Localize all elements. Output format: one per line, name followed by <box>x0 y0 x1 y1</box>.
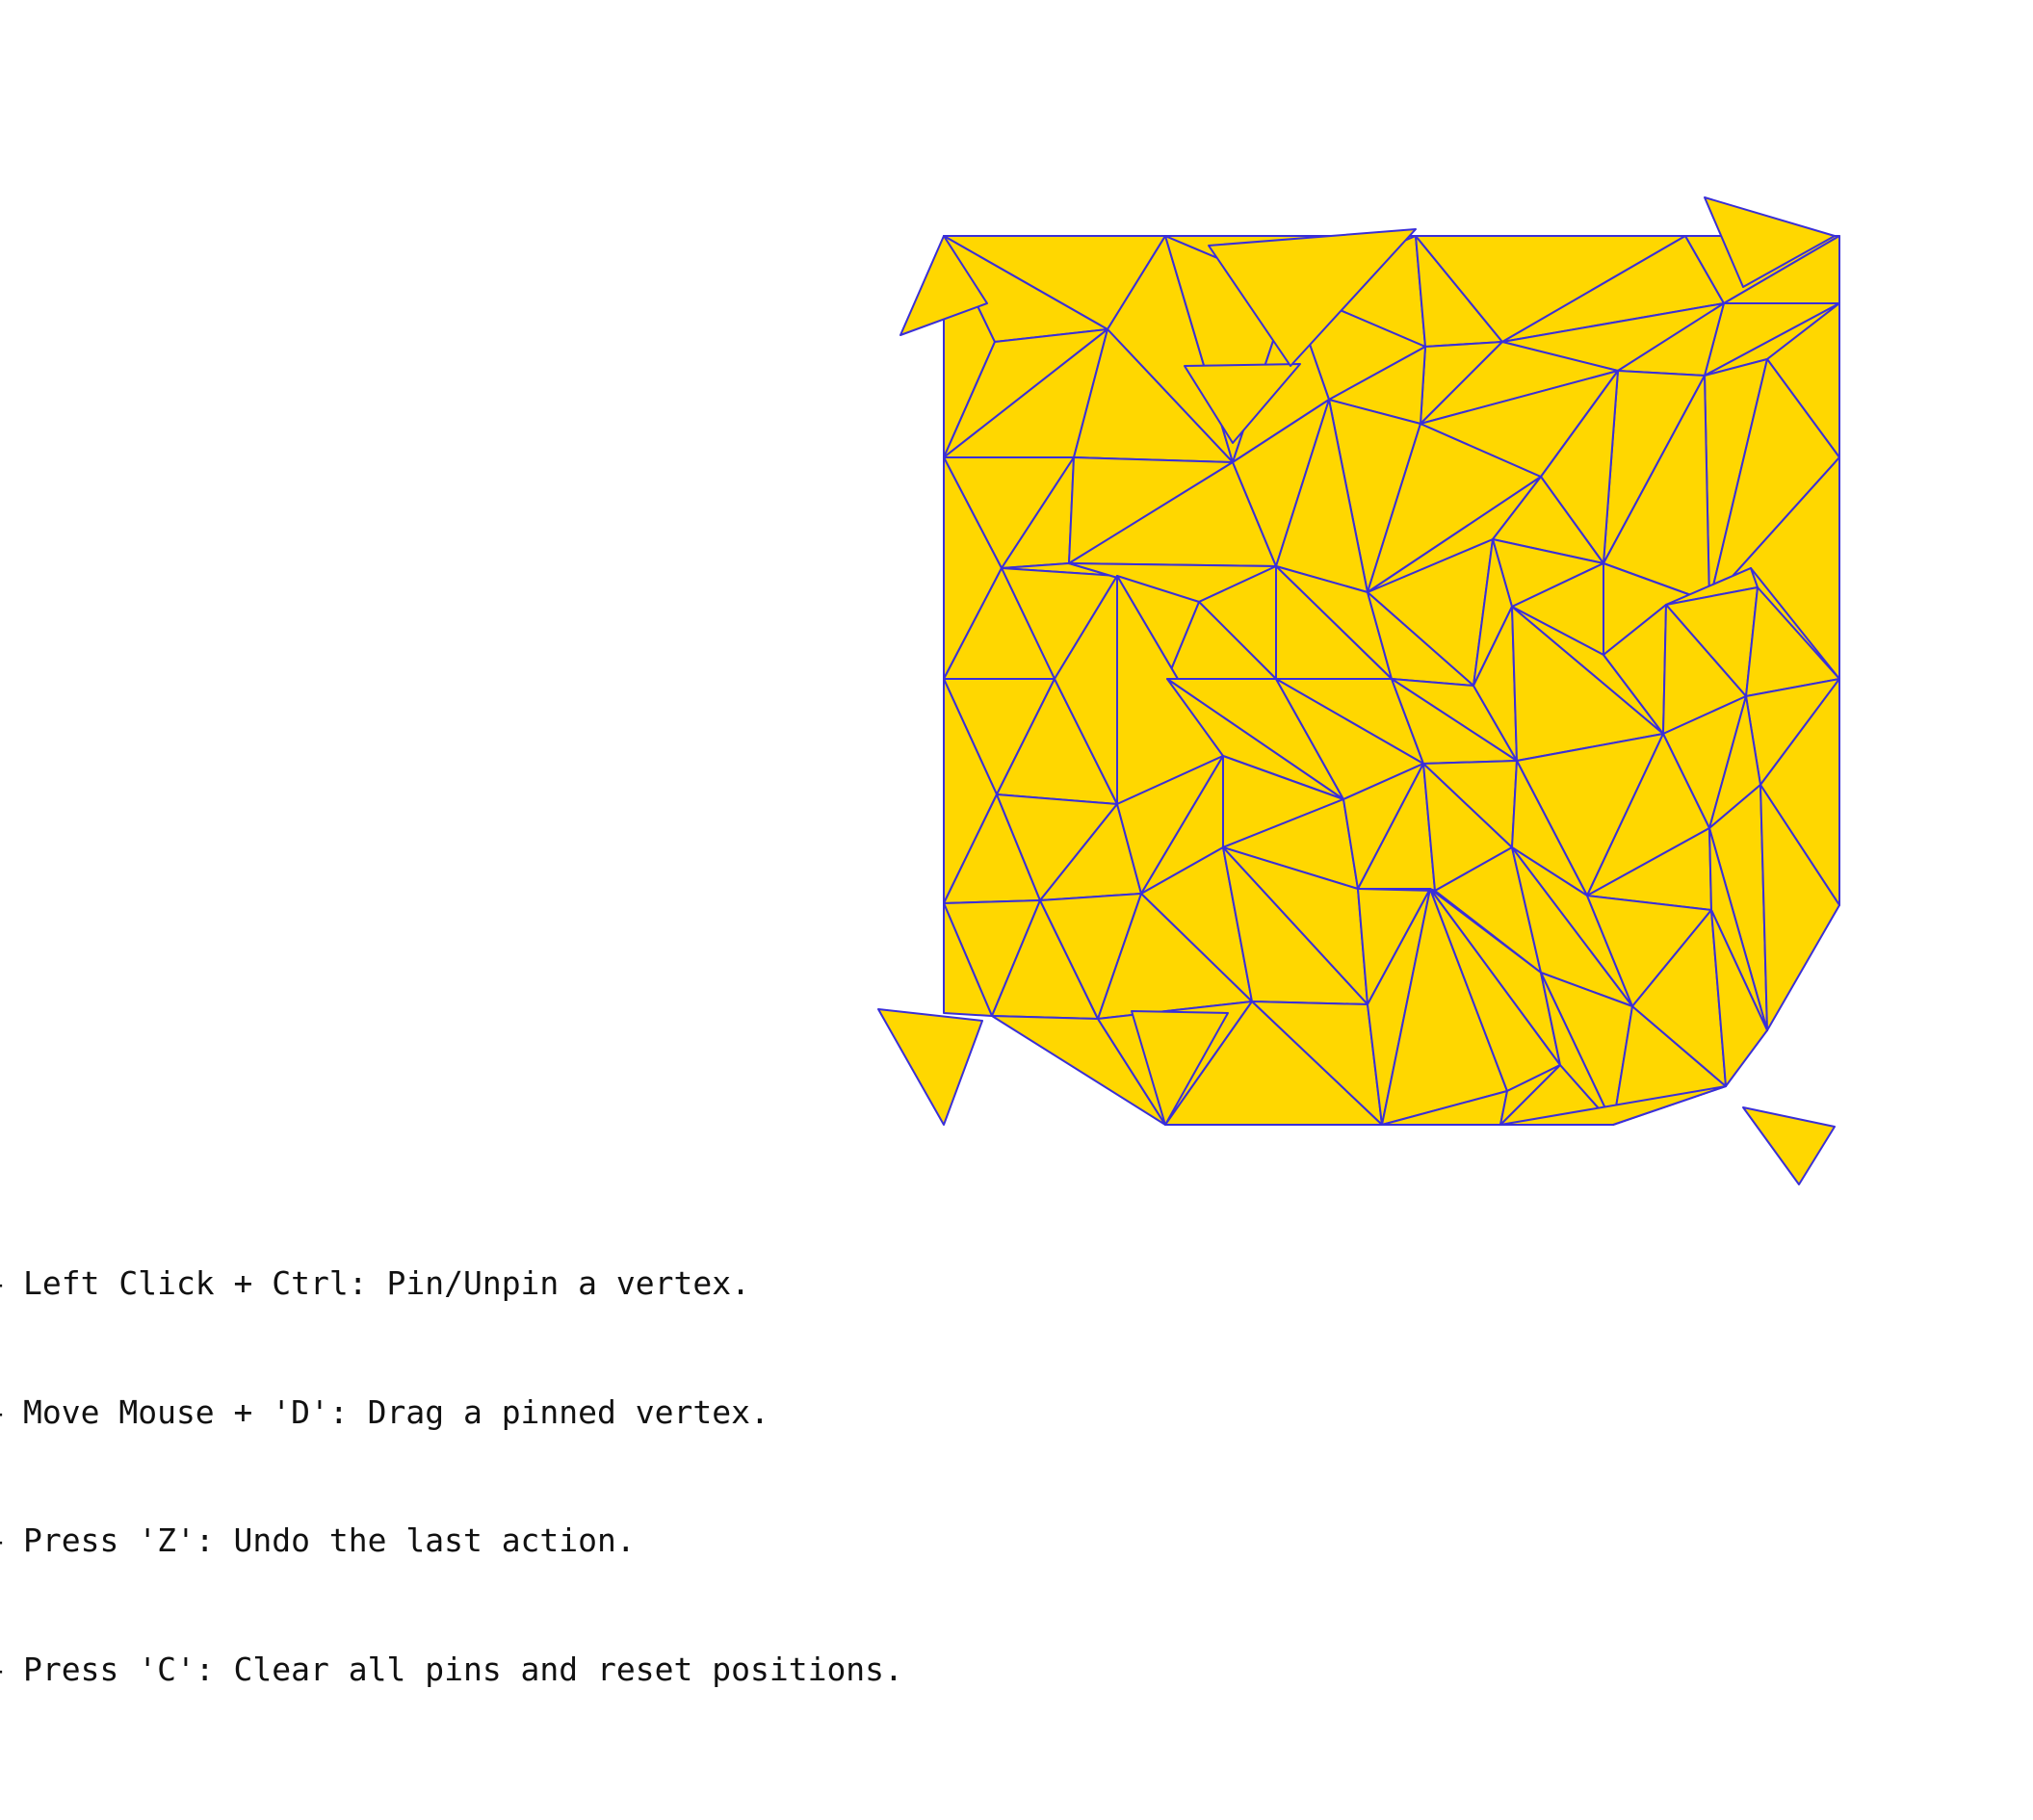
mesh-triangle[interactable] <box>899 235 988 336</box>
mesh-triangle[interactable] <box>1184 363 1301 444</box>
instruction-undo: - Press 'Z': Undo the last action. <box>0 1520 636 1563</box>
instruction-bullet: - <box>0 1649 8 1692</box>
instruction-text: Press 'Z': Undo the last action. <box>23 1521 636 1559</box>
instruction-drag: - Move Mouse + 'D': Drag a pinned vertex… <box>0 1391 769 1435</box>
mesh-canvas[interactable] <box>0 0 2033 1385</box>
mesh-triangle[interactable] <box>877 1008 983 1126</box>
mesh-triangle[interactable] <box>1742 1106 1836 1185</box>
mesh-triangle[interactable] <box>1164 1001 1383 1126</box>
mesh-triangle[interactable] <box>1759 784 1840 1031</box>
mesh-triangle[interactable] <box>1710 909 1768 1087</box>
mesh-triangle[interactable] <box>1208 228 1417 367</box>
instruction-pin: - Left Click + Ctrl: Pin/Unpin a vertex. <box>0 1262 750 1306</box>
instruction-text: Move Mouse + 'D': Drag a pinned vertex. <box>23 1392 769 1431</box>
instruction-clear: - Press 'C': Clear all pins and reset po… <box>0 1649 903 1692</box>
instruction-bullet: - <box>0 1520 8 1563</box>
mesh-triangle[interactable] <box>1499 1064 1561 1126</box>
instructions-list: - Left Click + Ctrl: Pin/Unpin a vertex.… <box>0 1177 903 1734</box>
mesh-triangle[interactable] <box>1499 1085 1727 1126</box>
mesh-triangle[interactable] <box>943 902 993 1017</box>
instruction-bullet: - <box>0 1262 8 1306</box>
instruction-text: Left Click + Ctrl: Pin/Unpin a vertex. <box>23 1264 750 1302</box>
triangle-mesh[interactable] <box>877 196 1840 1185</box>
mesh-triangle[interactable] <box>1131 1010 1229 1126</box>
mesh-triangle[interactable] <box>1704 196 1836 288</box>
instruction-text: Press 'C': Clear all pins and reset posi… <box>23 1650 903 1688</box>
instruction-bullet: - <box>0 1391 8 1435</box>
